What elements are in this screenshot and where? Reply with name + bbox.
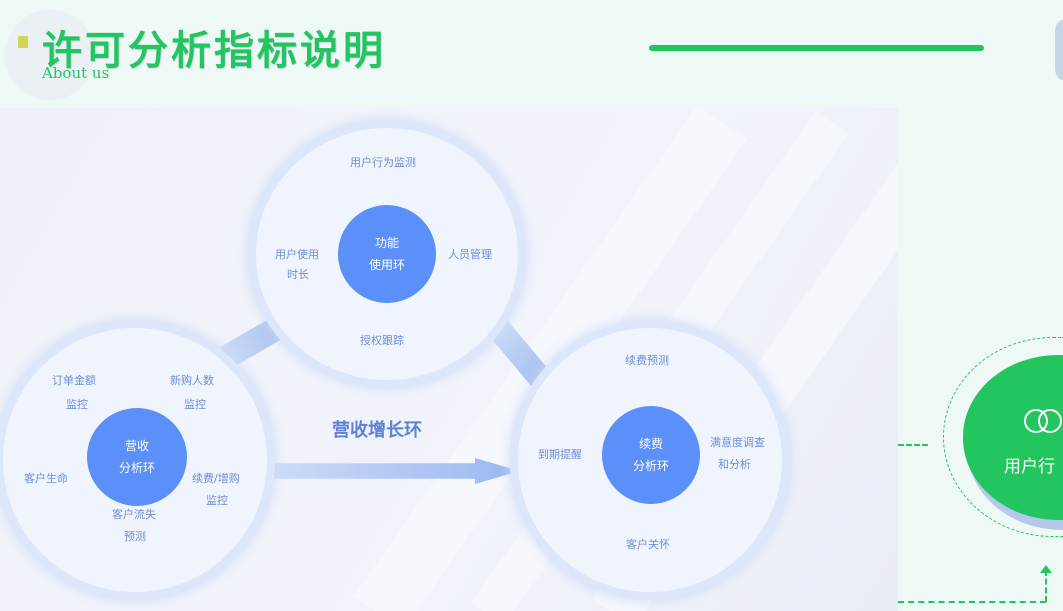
cycle-label: 预测: [124, 530, 146, 543]
cycle-label: 续费/增购: [192, 472, 240, 485]
page-subtitle: About us: [42, 64, 110, 82]
top-cycle-ring: [248, 120, 526, 388]
decorative-corner-circle: [1055, 20, 1063, 80]
cycle-label: 人员管理: [448, 248, 492, 261]
cycle-center-title: 营收增长环: [332, 420, 422, 441]
cycle-label: 用户行为监测: [350, 156, 416, 169]
cycle-label: 客户生命: [24, 472, 68, 485]
core-label: 使用环: [368, 258, 405, 272]
decorative-circle: [5, 10, 95, 100]
connector-arrowhead: [1040, 565, 1052, 573]
growth-cycle-diagram: 功能 使用环 用户行为监测 用户使用 时长 人员管理 授权跟踪 营收 分析环 订…: [0, 108, 898, 611]
cycle-label: 监控: [66, 398, 88, 411]
arrow-left-to-right: [270, 458, 520, 484]
core-label: 分析环: [118, 461, 155, 475]
node-label: 用户行: [1004, 457, 1055, 477]
rings-icon: [1024, 409, 1062, 433]
connector-line-vertical: [1045, 570, 1047, 602]
cycle-label: 客户流失: [112, 508, 156, 521]
core-label: 续费: [638, 437, 663, 451]
core-label: 功能: [374, 236, 399, 250]
cycle-label: 用户使用: [275, 248, 319, 261]
top-cycle-core: 功能 使用环: [338, 205, 436, 303]
right-cycle-core: 续费 分析环: [602, 406, 700, 504]
cycle-label: 时长: [287, 268, 309, 281]
cycle-label: 续费预测: [625, 354, 669, 367]
cycle-label: 客户关怀: [626, 538, 670, 551]
connector-line-bottom: [898, 601, 1046, 603]
cycle-label: 和分析: [718, 458, 751, 471]
cycle-label: 监控: [184, 398, 206, 411]
header-divider: [649, 45, 984, 51]
left-cycle-core: 营收 分析环: [87, 408, 187, 506]
connector-line: [898, 444, 928, 446]
core-label: 分析环: [632, 459, 669, 473]
core-label: 营收: [124, 439, 149, 453]
cycle-label: 授权跟踪: [360, 334, 404, 347]
cycle-label: 满意度调查: [710, 436, 765, 449]
cycle-label: 监控: [206, 494, 228, 507]
cycle-label: 新购人数: [170, 374, 214, 387]
title-bullet: [18, 36, 28, 48]
cycle-label: 到期提醒: [538, 448, 582, 461]
cycle-label: 订单金额: [52, 374, 96, 387]
page-title: 许可分析指标说明: [42, 28, 386, 74]
